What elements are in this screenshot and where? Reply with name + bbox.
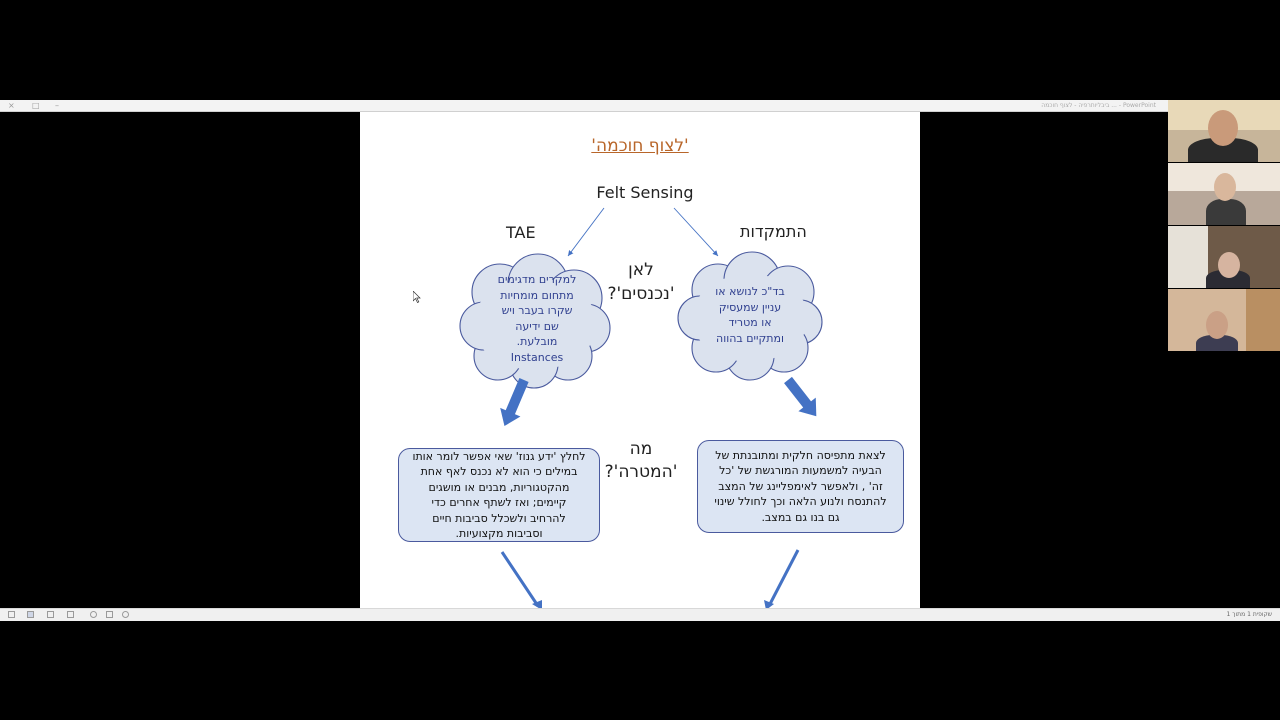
- reading-view-icon[interactable]: [67, 611, 74, 618]
- box-line: מהקטגוריות, מבנים או מושגים: [428, 480, 570, 494]
- box-line: הבעיה למשמעות המורגשת של 'כל: [719, 464, 882, 478]
- notes-icon[interactable]: [8, 611, 15, 618]
- box-line: במילים כי הוא לא נכנס לאף אחת: [420, 465, 578, 478]
- box-line: להרחיב ולשכלל סביבות חיים: [432, 511, 566, 525]
- left-cloud-text: למקרים מדגימים מתחום מומחיות שקרו בעבר ו…: [472, 272, 602, 365]
- window-title: PowerPoint - ... ביבליותרפיה - לצוף חוכמ…: [1041, 102, 1156, 109]
- cloud-line: בד"כ לנושא או: [715, 285, 785, 298]
- cloud-line: Instances: [510, 350, 564, 364]
- cloud-line: עניין שמעסיק: [718, 300, 782, 314]
- cloud-line: מובלעת.: [516, 335, 558, 348]
- slide-sorter-icon[interactable]: [47, 611, 54, 618]
- question-goal: מה 'המטרה'?: [600, 438, 682, 484]
- cloud-line: ומתקיים בהווה: [716, 331, 784, 345]
- bottom-arrow-right: [764, 549, 800, 608]
- participant-body: [1206, 270, 1250, 288]
- window-titlebar: × □ – PowerPoint - ... ביבליותרפיה - לצו…: [0, 100, 1168, 112]
- cloud-line: מתחום מומחיות: [500, 288, 574, 302]
- participant-body: [1206, 199, 1246, 225]
- normal-view-icon[interactable]: [27, 611, 34, 618]
- participant-face: [1214, 173, 1236, 201]
- slide-title: 'לצוף חוכמה': [591, 136, 689, 156]
- minimize-icon[interactable]: –: [55, 101, 59, 110]
- room-background: [1168, 226, 1208, 288]
- slide-counter: שקופית 1 מתוך 1: [1226, 611, 1272, 618]
- box-line: קיימים; ואז לשתף אחרים כדי: [431, 496, 567, 509]
- focusing-label: התמקדות: [740, 222, 807, 241]
- slideshow-icon[interactable]: [90, 611, 97, 618]
- maximize-icon[interactable]: □: [32, 101, 40, 110]
- box-line: להתנסח ולנוע הלאה וכך לחולל שינוי: [714, 495, 887, 509]
- thin-arrow-right: [673, 207, 719, 257]
- left-goal-box: לחלץ 'ידע גנוז' שאי אפשר לומר אותו במילי…: [398, 448, 600, 542]
- participant-face: [1206, 311, 1228, 339]
- thick-arrow-right: [784, 376, 817, 417]
- participant-video-2[interactable]: [1168, 163, 1280, 225]
- question-goal-line: 'המטרה'?: [604, 462, 678, 482]
- box-line: לצאת מתפיסה חלקית ומתובנתת של: [715, 448, 886, 462]
- close-icon[interactable]: ×: [8, 101, 15, 110]
- question-where-line: לאן: [628, 260, 654, 280]
- participant-video-1[interactable]: [1168, 100, 1280, 162]
- mouse-cursor-icon: [413, 291, 421, 303]
- box-line: וסביבות מקצועיות.: [455, 527, 543, 540]
- bottom-arrow-left: [500, 551, 542, 608]
- cloud-line: שם ידיעה: [515, 319, 559, 333]
- question-where-line: 'נכנסים'?: [607, 284, 675, 304]
- status-bar: שקופית 1 מתוך 1: [0, 608, 1280, 621]
- participant-video-3[interactable]: [1168, 226, 1280, 288]
- right-goal-box: לצאת מתפיסה חלקית ומתובנתת של הבעיה למשמ…: [697, 440, 904, 533]
- thick-arrow-left: [500, 378, 529, 427]
- participant-face: [1208, 110, 1238, 146]
- right-cloud-text: בד"כ לנושא או עניין שמעסיק או מטריד ומתק…: [690, 284, 810, 346]
- cloud-line: למקרים מדגימים: [497, 273, 577, 286]
- felt-sensing-label: Felt Sensing: [596, 183, 694, 202]
- room-background: [1246, 289, 1280, 351]
- cloud-line: או מטריד: [728, 316, 772, 329]
- tae-label: TAE: [506, 223, 536, 242]
- participant-video-4[interactable]: [1168, 289, 1280, 351]
- box-line: גם בנו גם במצב.: [761, 510, 840, 524]
- slide: 'לצוף חוכמה' Felt Sensing TAE התמקדות לא…: [360, 112, 920, 608]
- slide-graphics: [459, 207, 823, 608]
- thin-arrow-left: [567, 207, 605, 257]
- box-line: לחלץ 'ידע גנוז' שאי אפשר לומר אותו: [412, 449, 586, 463]
- participant-face: [1218, 252, 1240, 278]
- zoom-icon[interactable]: [122, 611, 129, 618]
- question-goal-line: מה: [629, 439, 653, 459]
- participant-body: [1196, 335, 1238, 351]
- cloud-line: שקרו בעבר ויש: [501, 304, 573, 317]
- question-where: לאן 'נכנסים'?: [600, 258, 682, 306]
- comments-icon[interactable]: [106, 611, 113, 618]
- box-line: זה' , ולאפשר לאימפליינג של המצב: [718, 479, 883, 493]
